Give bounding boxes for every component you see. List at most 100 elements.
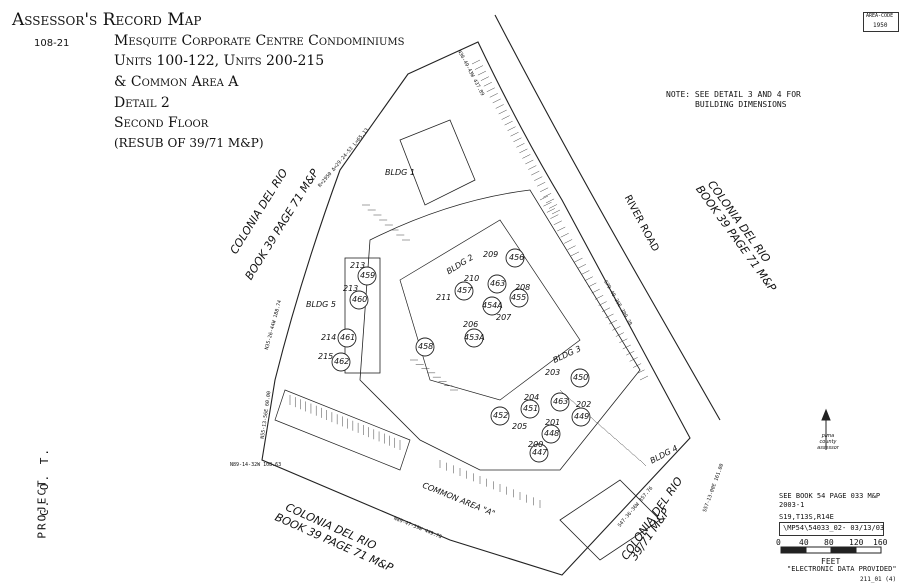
parking-stall	[516, 143, 525, 148]
parking-stall	[504, 120, 513, 126]
parking-stall	[572, 400, 579, 407]
parking-stall	[567, 245, 576, 250]
unit-455-circle	[509, 288, 529, 308]
unit-457-circle	[454, 281, 474, 301]
parcel-boundary	[261, 41, 691, 576]
parking-stall	[540, 187, 549, 193]
unit-450-circle	[570, 368, 590, 388]
scale-tick-40: 40	[799, 538, 809, 547]
bearing-south: N89-14-32W 108.63	[230, 462, 282, 468]
map-ref: 108-21	[34, 38, 70, 49]
unit-label-448: 448	[544, 429, 560, 438]
unit-449-circle	[571, 407, 591, 427]
parking-stall	[551, 209, 561, 215]
parking-stall	[486, 87, 495, 93]
trs-ref: S19,T13S,R14E	[779, 513, 834, 521]
parking-stall	[550, 214, 559, 219]
unit-460-circle	[349, 290, 369, 310]
parking-stall	[574, 257, 583, 263]
unit-458-circle	[415, 337, 435, 357]
parking-stall	[602, 427, 610, 434]
unit-label-453: 453A	[464, 333, 485, 342]
parking-stall	[609, 432, 616, 440]
unit-label-447: 447	[532, 448, 548, 457]
parking-stall	[636, 369, 645, 375]
floor-line: Second Floor	[114, 115, 209, 131]
north-arrow-icon	[821, 408, 831, 450]
parking-stall	[639, 375, 649, 381]
unit-label-459: 459	[360, 271, 376, 280]
parking-stall	[577, 264, 587, 269]
river-road-line	[494, 14, 721, 421]
unit-label-452: 452	[493, 411, 509, 420]
unit-label-205: 205	[512, 422, 528, 431]
subdivision-name: Mesquite Corporate Centre Condominiums	[114, 33, 405, 49]
parking-stall	[495, 104, 504, 109]
unit-463b-circle	[550, 392, 570, 412]
unit-461-circle	[337, 328, 357, 348]
unit-447-circle	[529, 443, 549, 463]
bldg1-footprint	[399, 119, 476, 206]
parking-stall	[612, 326, 621, 331]
unit-label-458: 458	[418, 342, 434, 351]
unit-label-450: 450	[573, 373, 589, 382]
parking-stall	[619, 338, 628, 343]
book-ref: SEE BOOK 54 PAGE 033 M&P	[779, 492, 881, 500]
unit-label-462: 462	[334, 357, 350, 366]
unit-label-463b: 463	[553, 397, 569, 406]
unit-label-201: 201	[545, 418, 561, 427]
area-code-label: AREA-CODE	[866, 13, 894, 19]
parking-stall	[632, 363, 642, 368]
parking-stall	[546, 208, 556, 213]
unit-label-457: 457	[457, 286, 473, 295]
resub-line: (RESUB OF 39/71 M&P)	[114, 136, 264, 150]
unit-label-210: 210	[464, 274, 480, 283]
parking-stall	[560, 233, 569, 238]
parking-stall	[595, 295, 604, 300]
parking-stall	[557, 226, 566, 232]
unit-459-circle	[357, 266, 377, 286]
parking-stall	[605, 313, 614, 319]
parking-stall	[584, 276, 593, 281]
unit-451-circle	[520, 399, 540, 419]
unit-label-461: 461	[340, 333, 356, 342]
bldg5-footprint	[344, 257, 381, 374]
file-ref-box: \MP54\54033_02- 03/13/03	[779, 522, 884, 536]
parking-stall	[510, 131, 519, 137]
parking-stall	[531, 170, 540, 176]
sheet-number: 211_01 (4)	[860, 576, 897, 583]
parking-stall	[591, 288, 600, 294]
parking-stall	[588, 282, 597, 288]
parking-stall	[534, 176, 543, 181]
unit-label-463a: 463	[490, 279, 506, 288]
unit-label-213b: 213	[343, 284, 359, 293]
parking-stall	[543, 201, 552, 207]
file-ref: \MP54\54033_02- 03/13/03	[783, 524, 885, 532]
parking-stall	[489, 93, 498, 98]
parking-stall	[501, 115, 510, 120]
parking-stall	[598, 301, 607, 306]
parking-stall	[539, 195, 549, 201]
scale-bar	[780, 546, 882, 554]
unit-label-455: 455	[511, 293, 527, 302]
parking-stall	[626, 350, 635, 356]
unit-452-circle	[490, 406, 510, 426]
bldg-1-label: BLDG 1	[385, 168, 415, 177]
unit-label-211: 211	[436, 293, 452, 302]
unit-label-203: 203	[545, 368, 561, 377]
parking-stall	[498, 109, 507, 115]
parking-stall	[522, 154, 531, 159]
unit-label-208: 208	[515, 283, 531, 292]
common-area-line: & Common Area A	[114, 74, 239, 90]
unit-label-202: 202	[576, 400, 592, 409]
unit-label-207: 207	[496, 313, 512, 322]
parking-stall	[639, 459, 647, 467]
unit-label-209: 209	[483, 250, 499, 259]
south-parking	[274, 389, 411, 471]
parking-stall	[608, 319, 618, 325]
bldg-5-label: BLDG 5	[306, 300, 336, 309]
parking-stall	[629, 357, 638, 362]
bldg4-footprint	[559, 479, 661, 561]
parking-stall	[537, 181, 546, 187]
area-code-box: AREA-CODE 1950	[863, 12, 899, 32]
